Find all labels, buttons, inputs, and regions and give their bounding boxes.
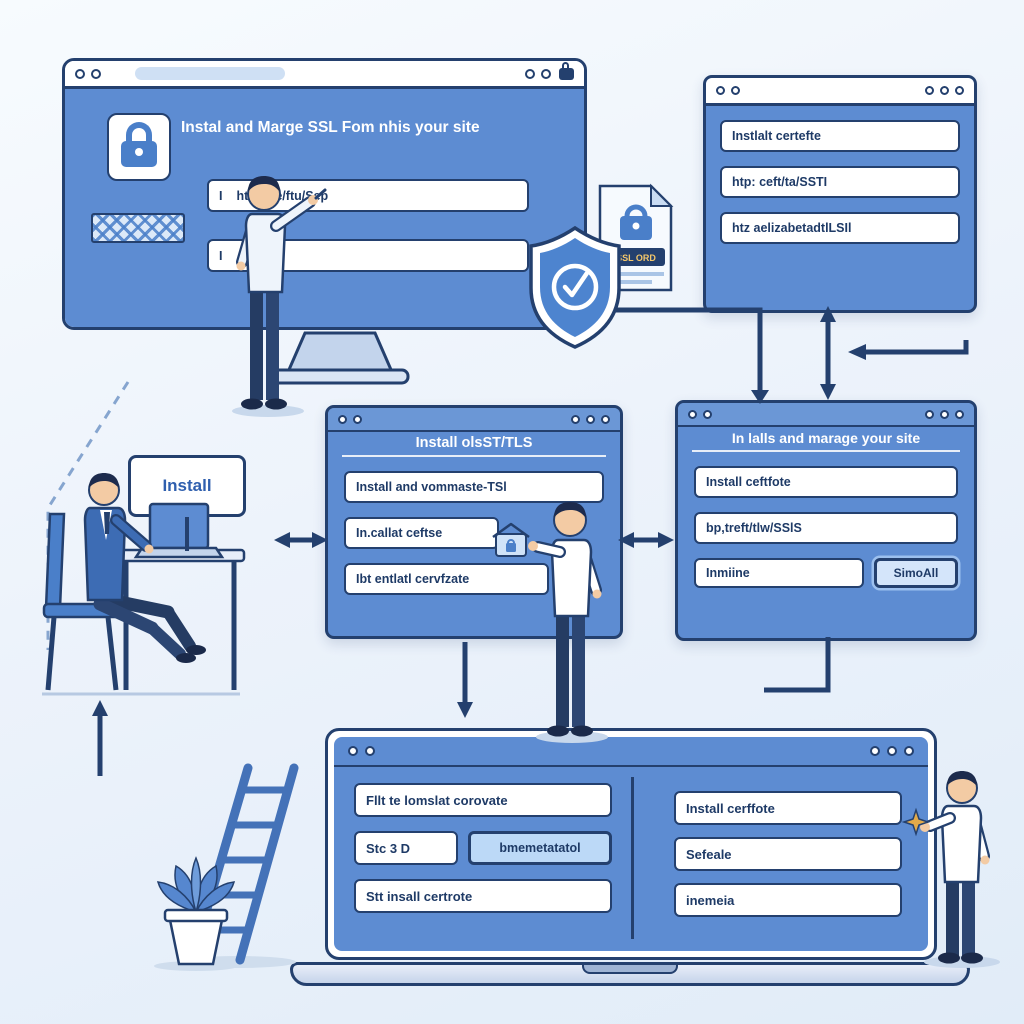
connector-monitor-to-right-window (589, 307, 769, 404)
arrow-horizontal-double-right (618, 532, 674, 548)
window-dot (955, 409, 964, 419)
window-chrome (328, 408, 620, 432)
dashed-connector (46, 381, 130, 650)
laptop-right-column: Install cerffote Sefeale inemeia (674, 791, 902, 917)
window-chrome (678, 403, 974, 427)
cert-field: Install and vommaste-TSl (344, 471, 604, 503)
window-dot (353, 414, 362, 424)
arrow-up-left (92, 700, 108, 776)
cert-field: Instlalt certefte (720, 120, 960, 152)
monitor-stand (270, 331, 410, 385)
column-divider (631, 777, 634, 939)
window-dot (601, 414, 610, 424)
laptop-left-column: Fllt te lomslat corovate Stc 3 D bmemeta… (354, 783, 612, 913)
laptop-window: Fllt te lomslat corovate Stc 3 D bmemeta… (325, 728, 937, 960)
window-dot (348, 746, 358, 756)
cert-field: Stc 3 D (354, 831, 458, 865)
window-dot (338, 414, 347, 424)
cert-field: Stt insall certrote (354, 879, 612, 913)
cert-field: Ibt entlatl cervfzate (344, 563, 549, 595)
browser-window-center: Install olsST/TLS Install and vommaste-T… (325, 405, 623, 639)
window-chrome (706, 78, 974, 106)
cert-field: Fllt te lomslat corovate (354, 783, 612, 817)
window-dot (365, 746, 375, 756)
desk (114, 548, 246, 563)
window-dot (541, 68, 551, 79)
window-dot (887, 746, 897, 756)
text-cursor: I (219, 188, 223, 203)
laptop-chrome (334, 737, 928, 767)
ssl-doc-label: SSL ORD (616, 253, 656, 263)
window-dot (571, 414, 580, 424)
monitor-window: Instal and Marge SSL Fom nhis your site … (62, 58, 587, 330)
text-cursor: I (219, 248, 223, 263)
ssl-document-icon: SSL ORD (598, 183, 674, 292)
highlighted-chip: bmemetatatol (468, 831, 612, 865)
laptop-base (290, 962, 970, 986)
laptop-screen: Fllt te lomslat corovate Stc 3 D bmemeta… (334, 737, 928, 951)
monitor-screen: Instal and Marge SSL Fom nhis your site … (65, 89, 584, 327)
window-lock-icon (559, 61, 574, 80)
submit-button: SimoAll (874, 558, 958, 588)
arrow-horizontal-double-left (274, 532, 328, 548)
hatched-pattern-box (91, 213, 185, 243)
window-dot (688, 409, 697, 419)
laptop-notch (582, 965, 678, 974)
url-field: htp: ceft/ta/SSTI (720, 166, 960, 198)
browser-window-right: In lalls and marage your site Install ce… (675, 400, 977, 641)
arrow-down-center (457, 642, 473, 718)
plant (154, 856, 238, 971)
monitor-title: Instal and Marge SSL Fom nhis your site (181, 119, 480, 136)
window-dot (731, 86, 740, 95)
connector-right-window-to-laptop (764, 637, 831, 693)
cert-field: Install cerffote (674, 791, 902, 825)
window-dot (525, 68, 535, 79)
window-dot (870, 746, 880, 756)
window-dot (940, 86, 949, 95)
url-field: bp,treft/tlw/SSlS (694, 512, 958, 544)
ladder (180, 763, 299, 968)
address-bar (135, 67, 285, 80)
cert-field: inemeia (674, 883, 902, 917)
arrow-vertical-double (820, 306, 836, 400)
url-field: htz aelizabetadtlLSIl (720, 212, 960, 244)
url-input-value: htts:/tfe/ftu/Sep (236, 188, 329, 203)
arrow-left (848, 340, 969, 360)
empty-input: I (207, 239, 529, 272)
inline-input: Inmiine (694, 558, 864, 588)
window-dot (91, 68, 101, 79)
monitor-chrome (65, 61, 584, 89)
window-dot (586, 414, 595, 424)
window-dot (940, 409, 949, 419)
window-title: Install olsST/TLS (342, 435, 606, 457)
window-dot (925, 409, 934, 419)
window-dot (703, 409, 712, 419)
install-sign: Install (128, 455, 246, 517)
cert-field: Install ceftfote (694, 466, 958, 498)
window-dot (955, 86, 964, 95)
chair (44, 512, 66, 610)
window-dot (716, 86, 725, 95)
window-title: In lalls and marage your site (692, 430, 960, 452)
window-dot (925, 86, 934, 95)
window-dot (904, 746, 914, 756)
url-input: I htts:/tfe/ftu/Sep (207, 179, 529, 212)
window-dot (75, 68, 85, 79)
install-sign-label: Install (162, 476, 212, 495)
cert-field: In.callat ceftse (344, 517, 499, 549)
cert-field: Sefeale (674, 837, 902, 871)
lock-icon (107, 113, 171, 181)
browser-window-top-right: Instlalt certefte htp: ceft/ta/SSTI htz … (703, 75, 977, 313)
